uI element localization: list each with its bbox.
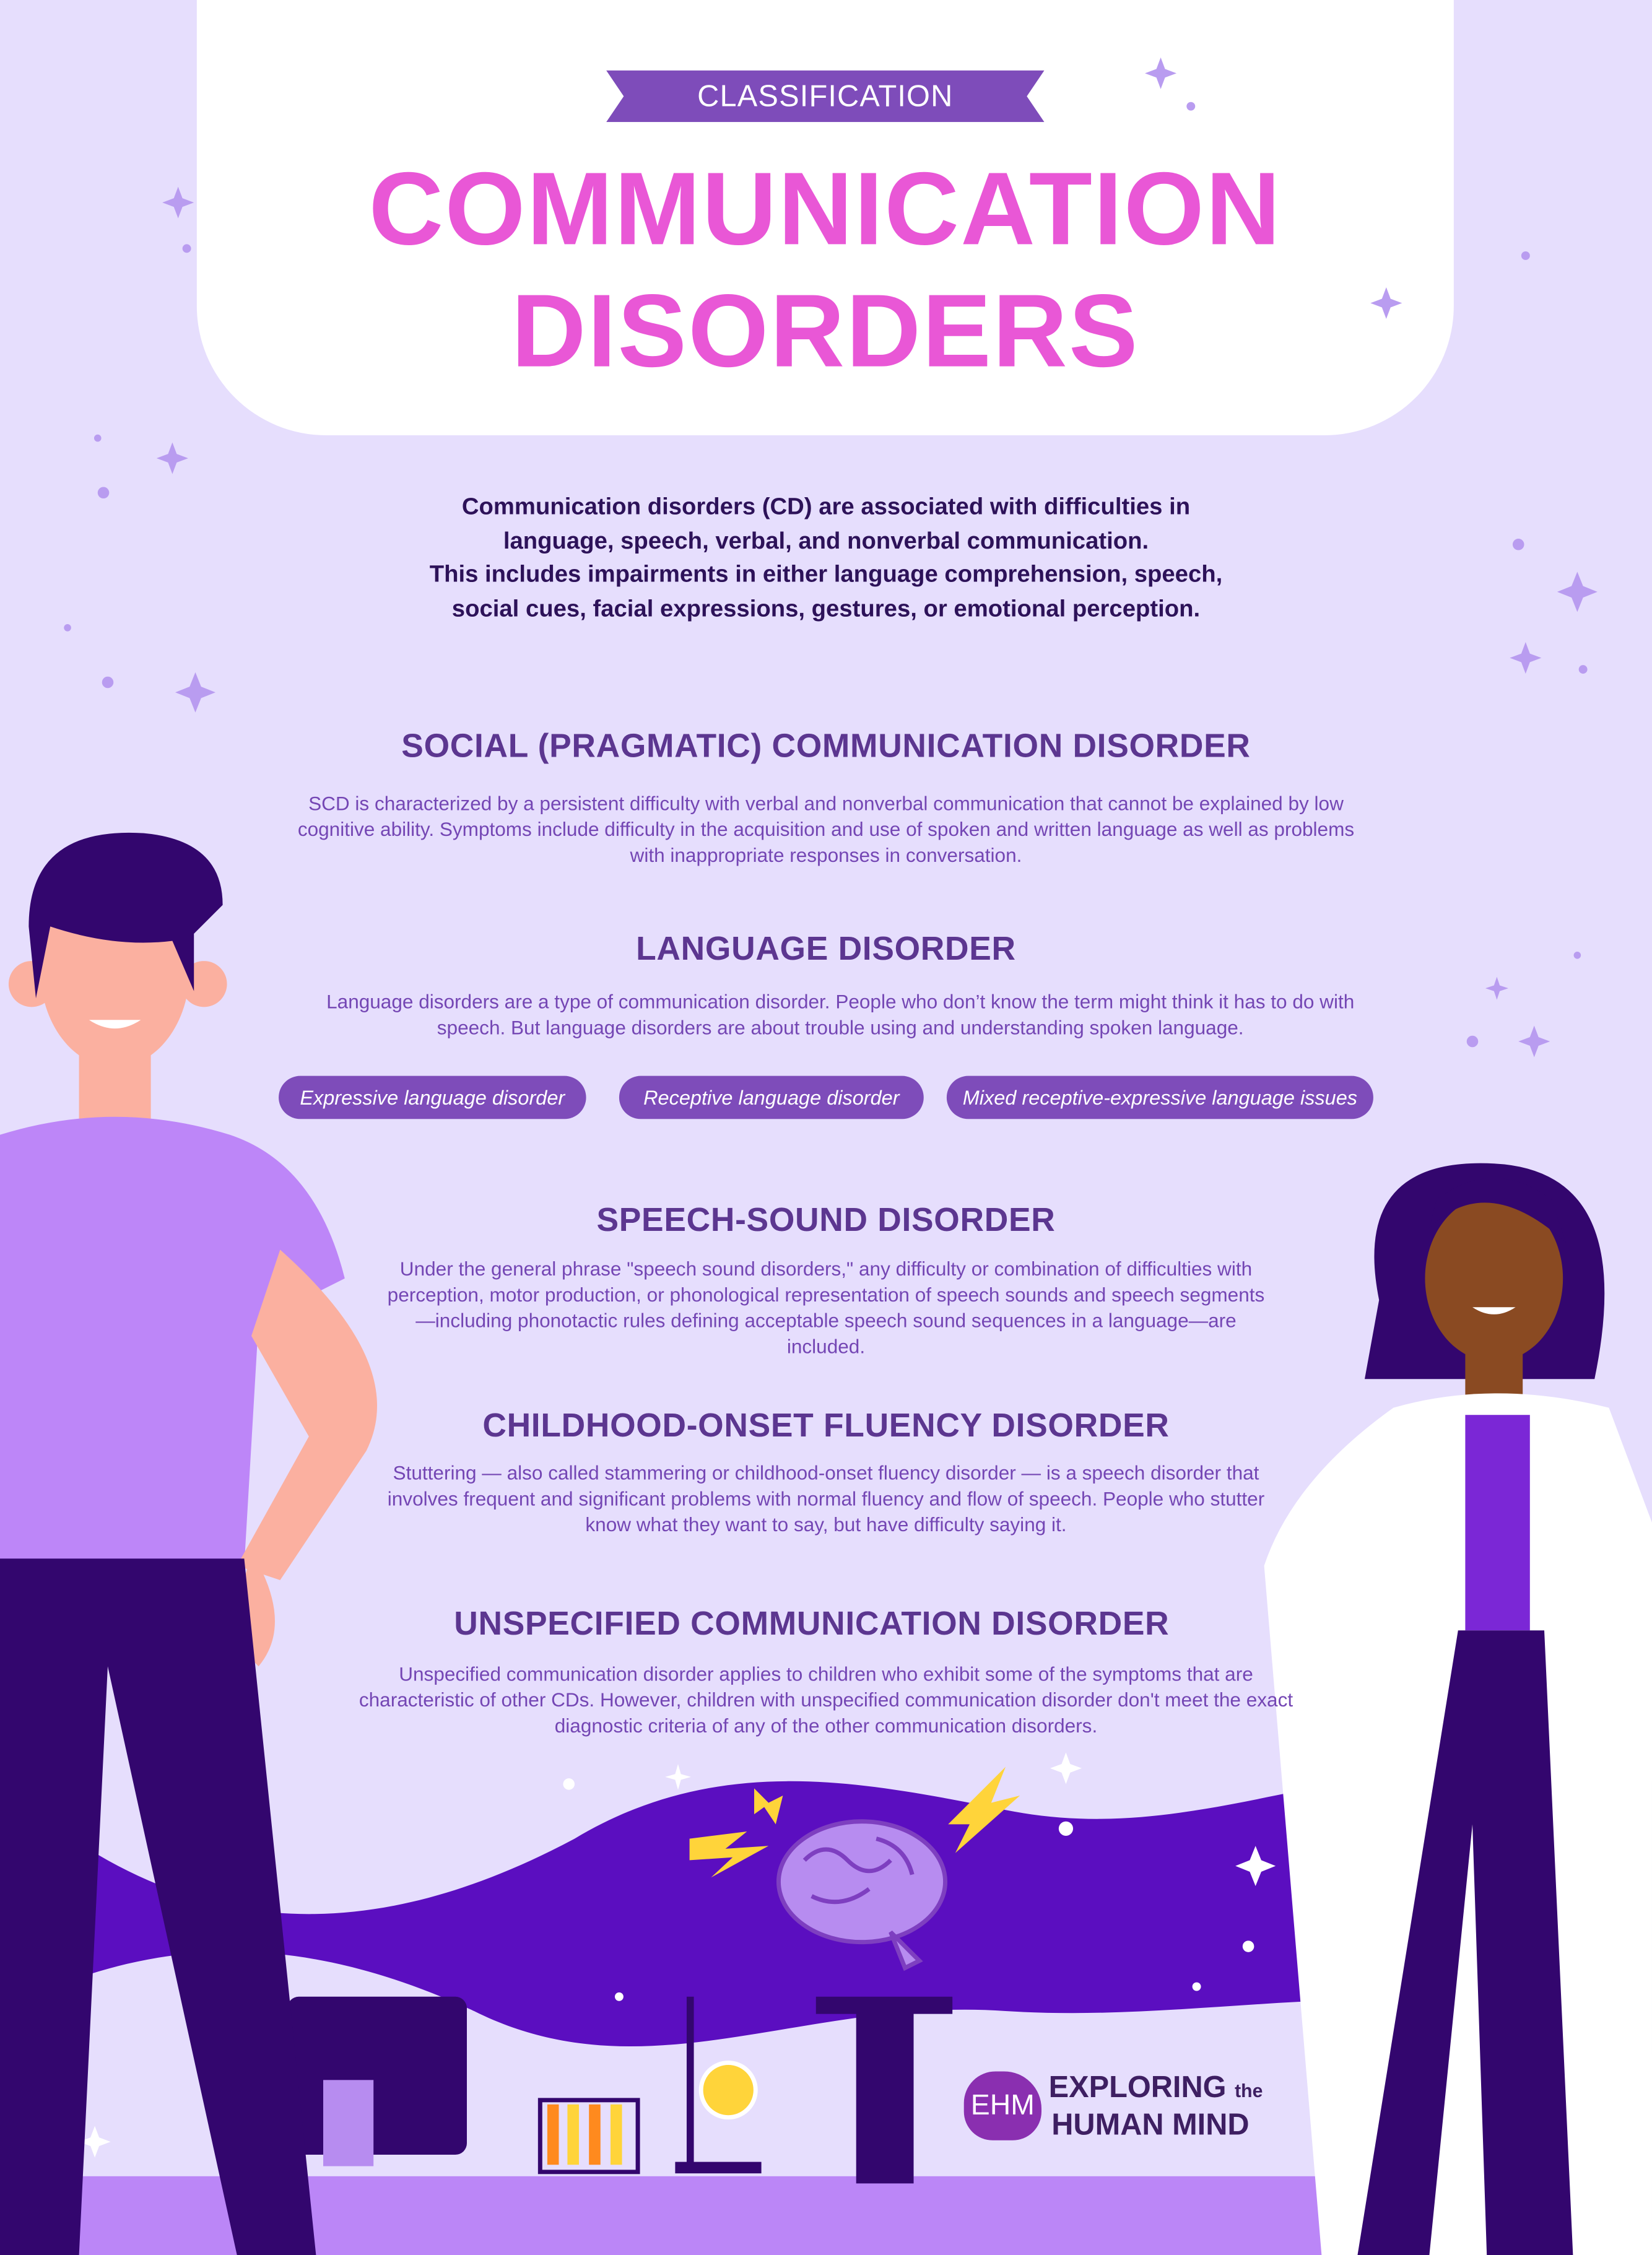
section-body: Unspecified communication disorder appli… (359, 1663, 1293, 1737)
man-illustration (0, 832, 377, 2255)
logo-mark: EHM (963, 2071, 1041, 2140)
logo-line-2: HUMAN MIND (1051, 2108, 1250, 2142)
title-line-1: COMMUNICATION (368, 152, 1282, 267)
language-type-pill: Mixed receptive-expressive language issu… (946, 1075, 1373, 1119)
lightning-icons (689, 1766, 1020, 1878)
brain-icon (776, 1819, 948, 1971)
section-body: SCD is characterized by a persistent dif… (297, 793, 1355, 866)
test-tubes (537, 2098, 640, 2175)
classification-ribbon: CLASSIFICATION (606, 70, 1045, 123)
woman-illustration (1264, 1163, 1652, 2255)
ehm-logo: EHM EXPLORING the HUMAN MIND (960, 2066, 1290, 2155)
section-heading: SPEECH-SOUND DISORDER (596, 1201, 1056, 1238)
intro-line: Communication disorders (CD) are associa… (461, 494, 1191, 520)
language-type-pill: Receptive language disorder (619, 1075, 924, 1119)
section-heading: LANGUAGE DISORDER (636, 929, 1016, 967)
logo-line-1-wrapper: EXPLORING the (1049, 2071, 1263, 2106)
flask (698, 2061, 758, 2120)
section-heading: UNSPECIFIED COMMUNICATION DISORDER (454, 1604, 1170, 1642)
intro-line: social cues, facial expressions, gesture… (451, 595, 1201, 622)
title-line-2: DISORDERS (511, 274, 1139, 389)
logo-the: the (1235, 2080, 1263, 2102)
intro-line: This includes impairments in either lang… (429, 562, 1223, 588)
lab-stand (815, 1996, 953, 2014)
intro-line: language, speech, verbal, and nonverbal … (503, 528, 1149, 554)
logo-line-1: EXPLORING (1048, 2071, 1227, 2105)
section-body: Under the general phrase "speech sound d… (387, 1258, 1265, 1358)
section-body: Language disorders are a type of communi… (326, 991, 1355, 1039)
section-heading: CHILDHOOD-ONSET FLUENCY DISORDER (482, 1406, 1170, 1444)
section-heading: SOCIAL (PRAGMATIC) COMMUNICATION DISORDE… (401, 726, 1251, 765)
intro-text: Communication disorders (CD) are associa… (331, 491, 1322, 626)
language-type-pill: Expressive language disorder (279, 1075, 586, 1119)
section-body: Stuttering — also called stammering or c… (387, 1462, 1265, 1536)
